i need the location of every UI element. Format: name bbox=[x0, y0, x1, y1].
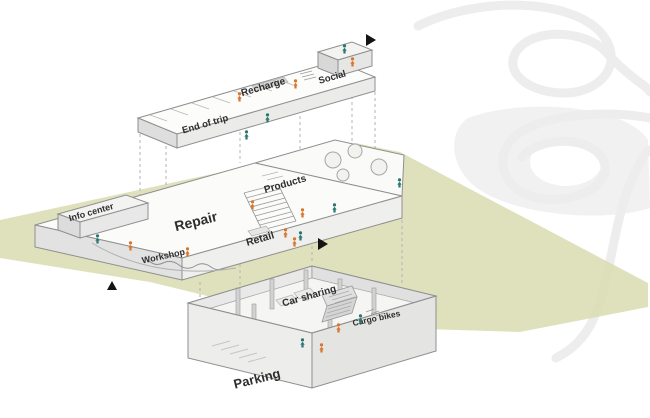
ground-floor-wall-front bbox=[181, 195, 403, 281]
parking-stall-lines bbox=[211, 340, 267, 363]
washroom-cabins bbox=[251, 76, 289, 92]
main-stair bbox=[243, 183, 297, 231]
floor-top bbox=[136, 41, 377, 149]
triangle-arrow-icon bbox=[107, 281, 117, 290]
basement-ramp bbox=[321, 285, 358, 323]
direction-arrows bbox=[107, 34, 376, 290]
top-floor-wall-front bbox=[176, 76, 376, 149]
highway-roads bbox=[413, 0, 650, 363]
stair-tower-wall-right bbox=[337, 49, 373, 77]
triangle-arrow-icon bbox=[318, 238, 328, 250]
social-stair bbox=[299, 70, 317, 81]
highway-loop-north bbox=[413, 0, 650, 98]
glass-facade-curve bbox=[91, 242, 237, 272]
car-sharing-pads bbox=[275, 287, 316, 307]
product-shelves bbox=[261, 171, 284, 181]
terrace-trees bbox=[324, 143, 388, 182]
person-icon bbox=[244, 130, 249, 140]
info-center-booth-wall-front bbox=[79, 202, 149, 239]
floor-basement bbox=[186, 265, 438, 389]
retail-counter bbox=[247, 225, 271, 237]
junction-infield bbox=[530, 138, 602, 186]
triangle-arrow-icon bbox=[366, 34, 376, 46]
basement-rim bbox=[186, 265, 438, 334]
highway-loop-south bbox=[498, 109, 650, 205]
floor-ground bbox=[34, 139, 405, 281]
cargo-bike-racks bbox=[365, 308, 385, 317]
workshop-benches bbox=[147, 259, 226, 271]
